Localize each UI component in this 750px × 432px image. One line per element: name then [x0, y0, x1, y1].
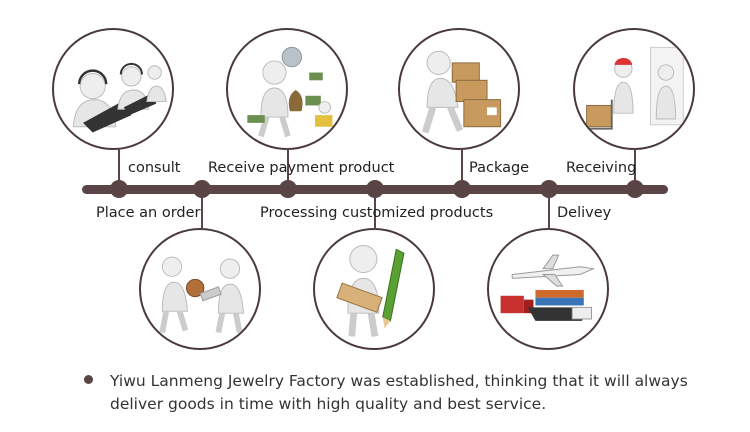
- receiving-image: [573, 28, 695, 150]
- connector-processing: [374, 194, 376, 230]
- timeline-node-receiving: [626, 180, 644, 198]
- bullet-dot: [84, 375, 93, 384]
- airplane-truck-ship-icon: [500, 254, 596, 321]
- package-image: [398, 28, 520, 150]
- timeline-node-receive-payment: [279, 180, 297, 198]
- carrying-boxes-icon: [421, 50, 502, 134]
- processing-image: [313, 228, 435, 350]
- timeline-node-place-order: [193, 180, 211, 198]
- label-delivery: Delivey: [557, 205, 612, 221]
- money-figure-icon: [247, 46, 333, 138]
- timeline-node-package: [453, 180, 471, 198]
- label-package: Package: [469, 160, 530, 176]
- connector-delivery: [548, 194, 550, 230]
- connector-receiving: [634, 148, 636, 184]
- label-receive-payment: Receive payment product: [208, 160, 395, 176]
- timeline-node-delivery: [540, 180, 558, 198]
- handshake-exchange-icon: [159, 256, 245, 334]
- delivery-image: [487, 228, 609, 350]
- receive-payment-image: [226, 28, 348, 150]
- consult-image: [52, 28, 174, 150]
- connector-receive-payment: [287, 148, 289, 184]
- connector-package: [461, 148, 463, 184]
- label-place-order: Place an order: [96, 205, 201, 221]
- label-consult: consult: [128, 160, 181, 176]
- headset-operators-icon: [72, 62, 167, 133]
- door-delivery-icon: [584, 46, 684, 130]
- connector-place-order: [201, 194, 203, 230]
- label-processing: Processing customized products: [260, 205, 494, 221]
- footer-text: Yiwu Lanmeng Jewelry Factory was establi…: [110, 372, 688, 413]
- connector-consult: [118, 148, 120, 184]
- timeline-node-processing: [366, 180, 384, 198]
- label-receiving: Receiving: [566, 160, 637, 176]
- place-order-image: [139, 228, 261, 350]
- pencil-ruler-icon: [336, 244, 405, 337]
- timeline-node-consult: [110, 180, 128, 198]
